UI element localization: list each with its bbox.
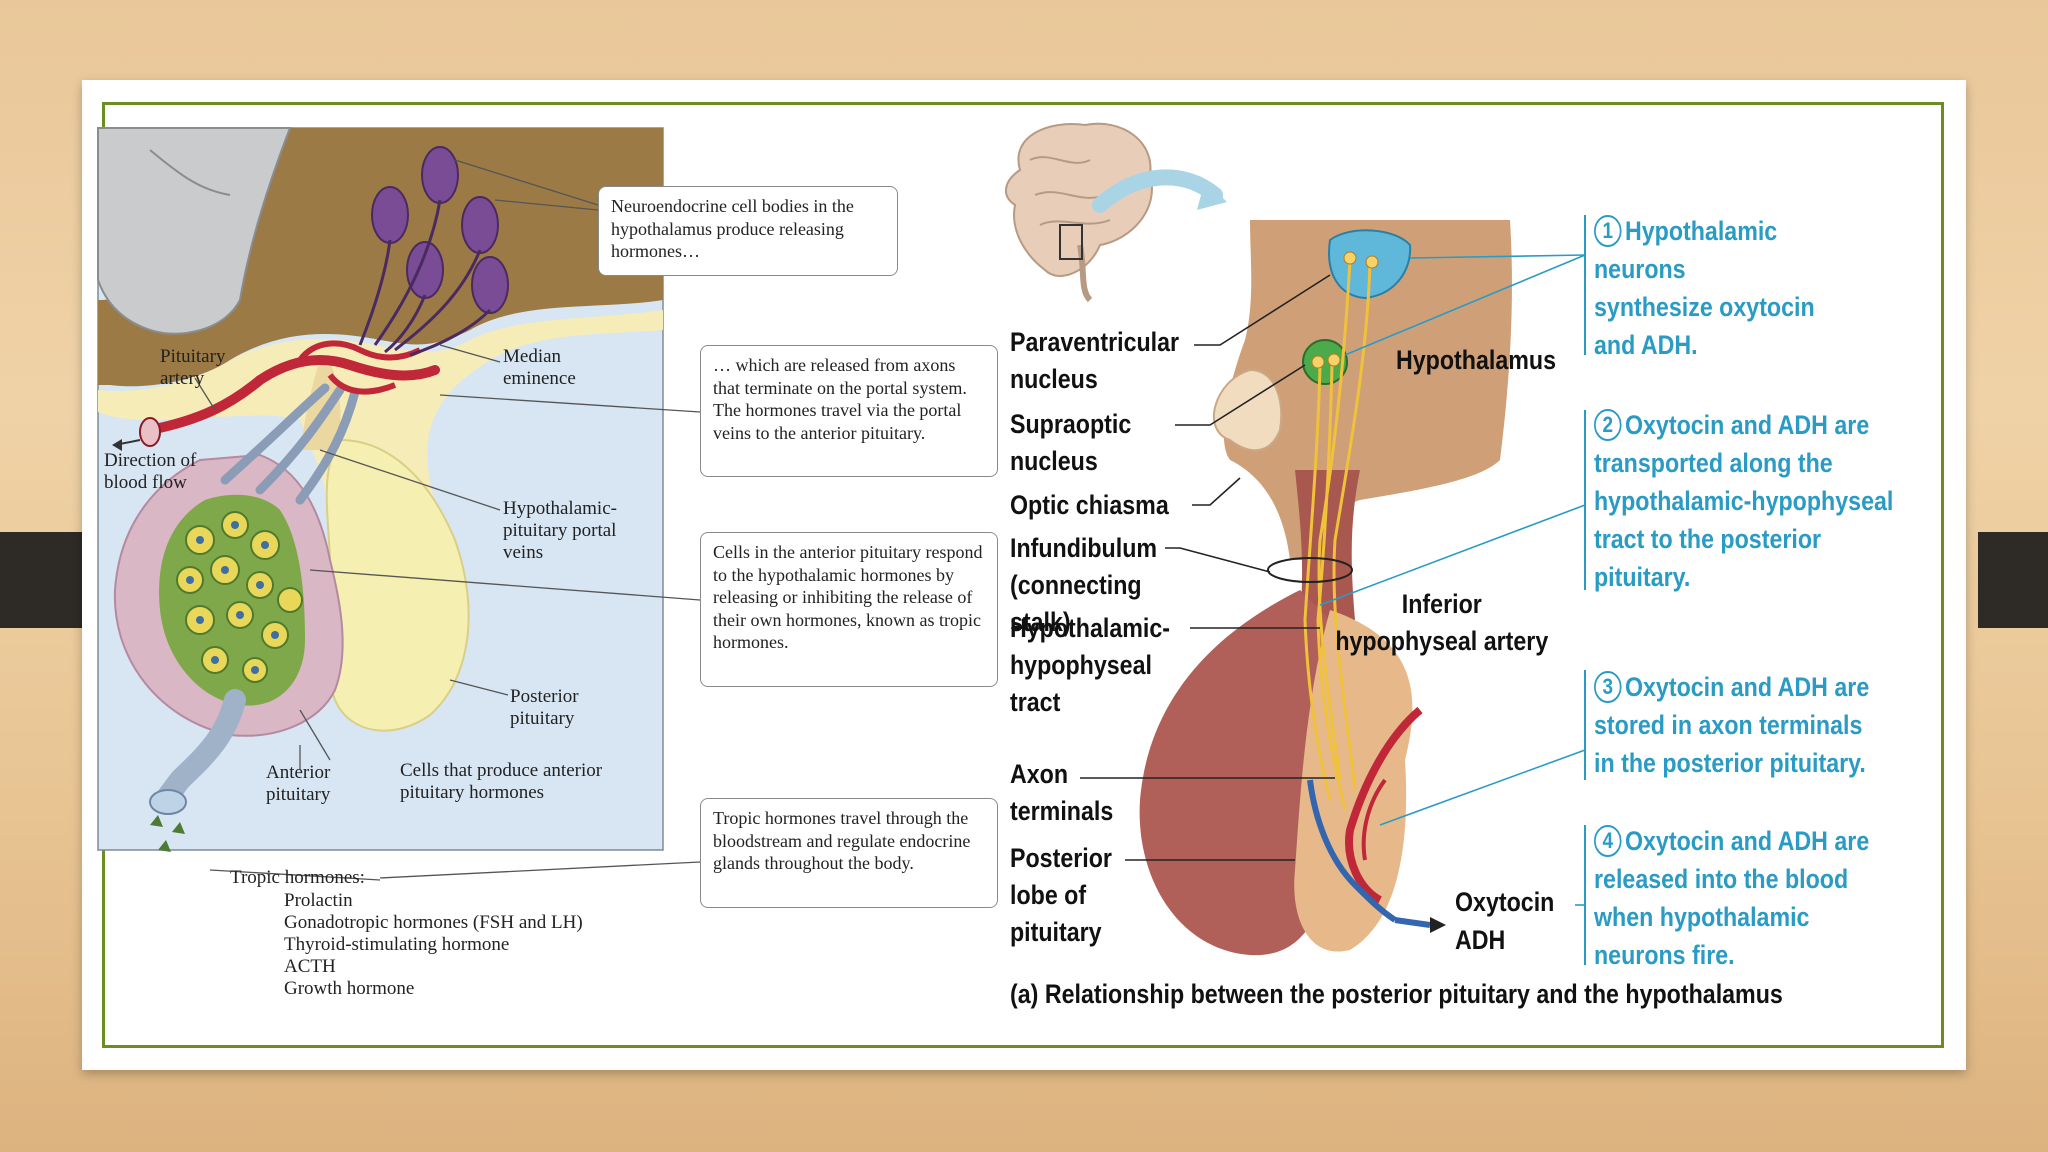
list-item: ACTH: [284, 956, 336, 977]
posterior-pituitary-illustration: [1005, 122, 1586, 965]
tropic-hormones-list: Prolactin Gonadotropic hormones (FSH and…: [284, 890, 583, 1000]
label-inferior-artery: Inferior hypophyseal artery: [1335, 589, 1549, 656]
label-anterior-pituitary: Anterior pituitary: [266, 762, 331, 805]
label-infundibulum: Infundibulum (connecting stalk): [1010, 533, 1158, 637]
label-oxytocin: Oxytocin: [1455, 887, 1555, 917]
tropic-hormones-heading: Tropic hormones:: [230, 867, 365, 888]
label-direction-blood-flow: Direction of blood flow: [104, 450, 197, 493]
label-posterior-lobe: Posterior lobe of pituitary: [1010, 843, 1112, 947]
list-item: Prolactin: [284, 890, 353, 911]
label-optic-chiasma: Optic chiasma: [1010, 490, 1169, 520]
callout-neuroendocrine: Neuroendocrine cell bodies in the hypoth…: [598, 186, 898, 276]
list-item: Gonadotropic hormones (FSH and LH): [284, 912, 583, 933]
step-number: 3: [1594, 671, 1622, 703]
step-number: 2: [1594, 409, 1622, 441]
label-portal-veins: Hypothalamic-pituitary portal veins: [503, 498, 617, 563]
label-median-eminence: Median eminence: [503, 346, 576, 389]
label-paraventricular: Paraventricular nucleus: [1010, 327, 1180, 394]
dark-band-right: [1978, 532, 2048, 628]
callout-anterior-cells: Cells in the anterior pituitary respond …: [700, 532, 998, 687]
step-number: 1: [1594, 215, 1622, 247]
label-cells-produce: Cells that produce anterior pituitary ho…: [400, 760, 603, 803]
figure-caption: (a) Relationship between the posterior p…: [1010, 979, 1783, 1009]
dark-band-left: [0, 532, 92, 628]
callout-tropic-travel: Tropic hormones travel through the blood…: [700, 798, 998, 908]
label-pituitary-artery: Pituitary artery: [160, 346, 226, 389]
label-hypothalamic-hypophyseal-tract: Hypothalamic-hypophyseal tract: [1010, 613, 1171, 717]
list-item: Growth hormone: [284, 978, 415, 999]
label-adh: ADH: [1455, 925, 1506, 955]
label-posterior-pituitary: Posterior pituitary: [510, 686, 579, 729]
callout-released: … which are released from axons that ter…: [700, 345, 998, 477]
label-supraoptic: Supraoptic nucleus: [1010, 409, 1132, 476]
list-item: Thyroid-stimulating hormone: [284, 934, 510, 955]
anterior-pituitary-illustration: [97, 127, 701, 881]
label-axon-terminals: Axon terminals: [1010, 759, 1114, 826]
step-number: 4: [1594, 825, 1622, 857]
label-hypothalamus: Hypothalamus: [1396, 345, 1557, 375]
